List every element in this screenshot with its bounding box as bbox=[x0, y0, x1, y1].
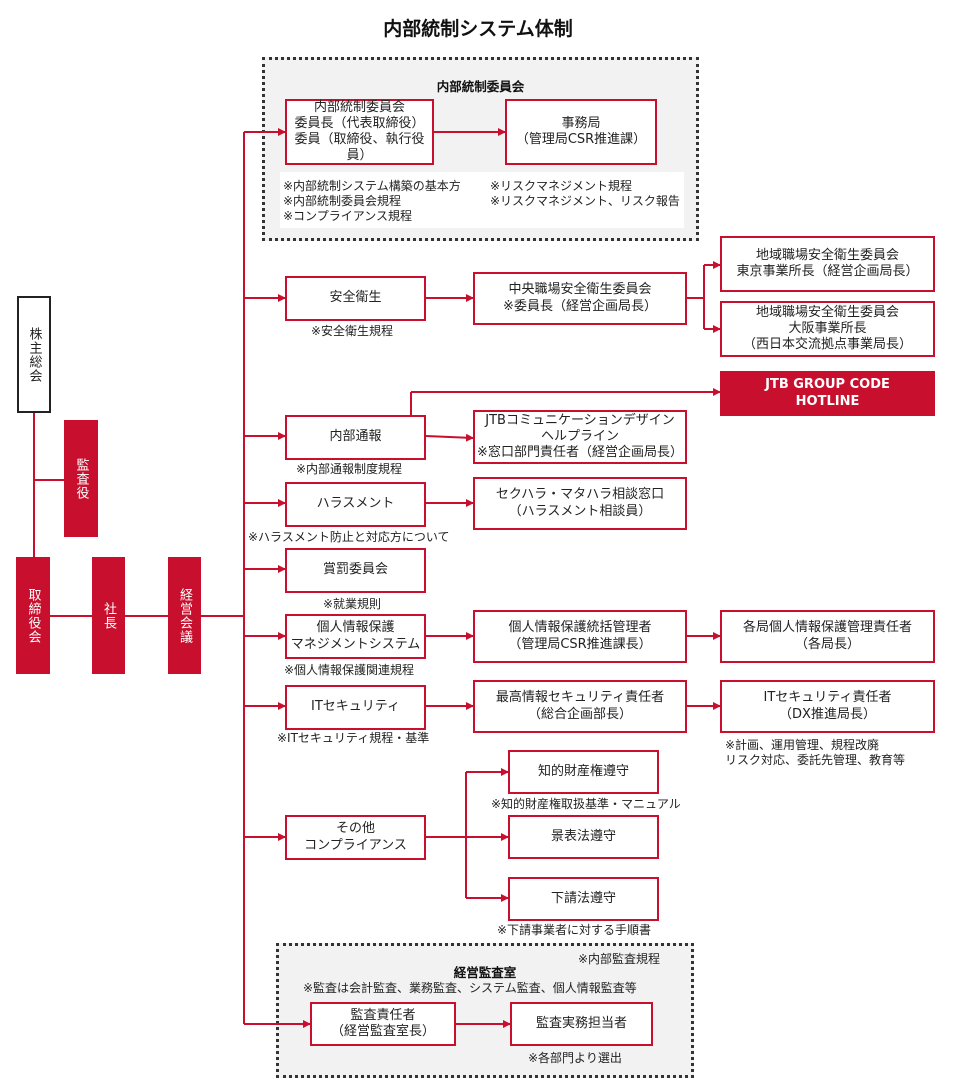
privacy-note: ※個人情報保護関連規程 bbox=[284, 663, 415, 677]
page-title: 内部統制システム体制 bbox=[383, 18, 573, 40]
group-code-hotline-box: JTB GROUP CODE HOTLINE bbox=[720, 371, 935, 416]
safety-note: ※安全衛生規程 bbox=[311, 324, 394, 338]
subcontract-note: ※下請事業者に対する手順書 bbox=[497, 923, 652, 937]
central-safety-committee-box: 中央職場安全衛生委員会 ※委員長（経営企画局長） bbox=[473, 272, 687, 325]
ip-compliance-box: 知的財産権遵守 bbox=[508, 750, 659, 794]
other-compliance-box: その他 コンプライアンス bbox=[285, 815, 426, 860]
president-box: 社長 bbox=[92, 557, 125, 674]
it-security-officer-box: ITセキュリティ責任者 （DX推進局長） bbox=[720, 680, 935, 733]
it-security-box: ITセキュリティ bbox=[285, 685, 426, 730]
board-of-directors-box: 取締役会 bbox=[16, 557, 50, 674]
shareholders-meeting-box: 株主総会 bbox=[17, 296, 51, 413]
harassment-desk-box: セクハラ・マタハラ相談窓口 （ハラスメント相談員） bbox=[473, 477, 687, 530]
rewards-committee-box: 賞罰委員会 bbox=[285, 548, 426, 593]
privacy-manager-box: 個人情報保護統括管理者 （管理局CSR推進課長） bbox=[473, 610, 687, 663]
ip-compliance-note: ※知的財産権取扱基準・マニュアル bbox=[491, 797, 681, 811]
safety-box: 安全衛生 bbox=[285, 276, 426, 321]
committee-notes-left: ※内部統制システム構築の基本方 ※内部統制委員会規程 ※コンプライアンス規程 bbox=[283, 179, 461, 223]
harassment-note: ※ハラスメント防止と対応方について bbox=[248, 530, 450, 544]
audit-staff-note: ※各部門より選出 bbox=[528, 1051, 622, 1065]
whistleblowing-note: ※内部通報制度規程 bbox=[296, 462, 403, 476]
labeling-law-box: 景表法遵守 bbox=[508, 815, 659, 859]
helpline-box: JTBコミュニケーションデザイン ヘルプライン ※窓口部門責任者（経営企画局長） bbox=[473, 410, 687, 464]
it-security-officer-note: ※計画、運用管理、規程改廃 リスク対応、委託先管理、教育等 bbox=[725, 738, 906, 767]
rewards-note: ※就業規則 bbox=[323, 597, 382, 611]
audit-scope-note: ※監査は会計監査、業務監査、システム監査、個人情報監査等 bbox=[303, 981, 637, 995]
committee-box: 内部統制委員会 委員長（代表取締役） 委員（取締役、執行役員） bbox=[285, 99, 434, 165]
auditor-box: 監査役 bbox=[64, 420, 98, 537]
audit-chief-box: 監査責任者 （経営監査室長） bbox=[310, 1002, 456, 1046]
audit-staff-box: 監査実務担当者 bbox=[510, 1002, 653, 1046]
privacy-bureau-managers-box: 各局個人情報保護管理責任者 （各局長） bbox=[720, 610, 935, 663]
management-meeting-box: 経営会議 bbox=[168, 557, 201, 674]
tokyo-safety-committee-box: 地域職場安全衛生委員会 東京事業所長（経営企画局長） bbox=[720, 236, 935, 292]
secretariat-box: 事務局 （管理局CSR推進課） bbox=[505, 99, 657, 165]
committee-notes-background bbox=[280, 172, 684, 228]
committee-group-header: 内部統制委員会 bbox=[436, 79, 525, 94]
committee-notes-right: ※リスクマネジメント規程 ※リスクマネジメント、リスク報告 bbox=[490, 179, 680, 208]
audit-rule-note: ※内部監査規程 bbox=[578, 952, 661, 966]
audit-group-header: 経営監査室 bbox=[453, 965, 517, 980]
osaka-safety-committee-box: 地域職場安全衛生委員会 大阪事業所長 （西日本交流拠点事業局長） bbox=[720, 301, 935, 357]
subcontract-law-box: 下請法遵守 bbox=[508, 877, 659, 921]
ciso-box: 最高情報セキュリティ責任者 （総合企画部長） bbox=[473, 680, 687, 733]
whistleblowing-box: 内部通報 bbox=[285, 415, 426, 460]
harassment-box: ハラスメント bbox=[285, 482, 426, 527]
privacy-system-box: 個人情報保護 マネジメントシステム bbox=[285, 614, 426, 659]
it-security-note: ※ITセキュリティ規程・基準 bbox=[277, 731, 430, 745]
